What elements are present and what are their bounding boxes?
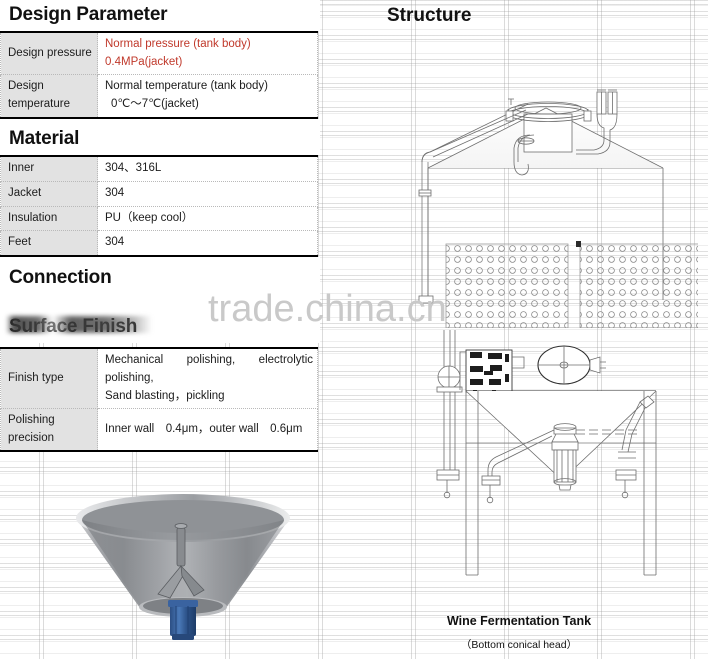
table-row: Polishing precision Inner wall 0.4μm，out… [0, 408, 318, 452]
section-heading-design-parameter: Design Parameter [0, 0, 320, 31]
row-value-inner: 304、316L [97, 154, 318, 182]
row-value-insulation: PU（keep cool） [97, 205, 318, 232]
caption-subtitle: （Bottom conical head） [460, 639, 578, 651]
table-row: Feet 304 [0, 230, 318, 258]
row-label-design-pressure: Design pressure [0, 30, 98, 76]
label-text: Design temperature [8, 80, 71, 111]
left-spec-column: Design Parameter Design pressure Normal … [0, 0, 320, 452]
row-label-feet: Feet [0, 230, 98, 258]
row-value-jacket: 304 [97, 180, 318, 207]
row-label-inner: Inner [0, 154, 98, 182]
row-label-insulation: Insulation [0, 205, 98, 232]
label-text: Design pressure [8, 46, 92, 59]
label-text: Jacket [8, 186, 42, 199]
value-line: Normal temperature (tank body) [105, 80, 268, 93]
table-row: Finish type Mechanical polishing, electr… [0, 346, 318, 410]
label-text: Finish type [8, 371, 64, 384]
table-row: Design temperature Normal temperature (t… [0, 74, 318, 120]
row-label-polishing-precision: Polishing precision [0, 408, 98, 452]
row-value-design-temperature: Normal temperature (tank body) 0℃～7℃(jac… [97, 74, 318, 120]
row-label-jacket: Jacket [0, 180, 98, 207]
label-text: Insulation [8, 211, 58, 224]
value-line: Sand blasting，pickling [105, 389, 225, 402]
label-text: Inner [8, 161, 35, 174]
row-label-finish-type: Finish type [0, 346, 98, 410]
section-heading-material: Material [0, 119, 320, 155]
value-line: 0℃～7℃(jacket) [111, 98, 199, 111]
material-table: Inner 304、316L Jacket 304 Insulation PU（… [0, 154, 318, 258]
label-text: Feet [8, 236, 32, 249]
table-row: Design pressure Normal pressure (tank bo… [0, 30, 318, 76]
row-value-finish-type: Mechanical polishing, electrolytic polis… [97, 346, 318, 410]
table-row: Jacket 304 [0, 180, 318, 207]
tank-lower-section-drawing [436, 330, 657, 576]
caption-title: Wine Fermentation Tank [446, 614, 592, 628]
row-label-design-temperature: Design temperature [0, 74, 98, 120]
section-heading-structure: Structure [387, 5, 472, 26]
surface-finish-table: Finish type Mechanical polishing, electr… [0, 346, 318, 452]
tank-upper-section-drawing [418, 89, 698, 328]
right-structure-column: Structure [330, 0, 708, 27]
site-watermark: trade.china.cn [208, 288, 447, 330]
table-row: Insulation PU（keep cool） [0, 205, 318, 232]
value-line: 0.4MPa(jacket) [105, 55, 183, 68]
label-text: Polishing precision [8, 414, 55, 444]
row-value-design-pressure: Normal pressure (tank body) 0.4MPa(jacke… [97, 30, 318, 76]
row-value-feet: 304 [97, 230, 318, 258]
design-parameter-table: Design pressure Normal pressure (tank bo… [0, 30, 318, 120]
conical-bottom-3d-render [76, 494, 290, 640]
row-value-polishing-precision: Inner wall 0.4μm，outer wall 0.6μm [97, 408, 318, 452]
section-heading-connection: Connection [0, 257, 320, 295]
table-row: Inner 304、316L [0, 154, 318, 182]
value-line: Normal pressure (tank body) [105, 37, 251, 50]
value-line: Mechanical polishing, electrolytic polis… [105, 353, 313, 384]
